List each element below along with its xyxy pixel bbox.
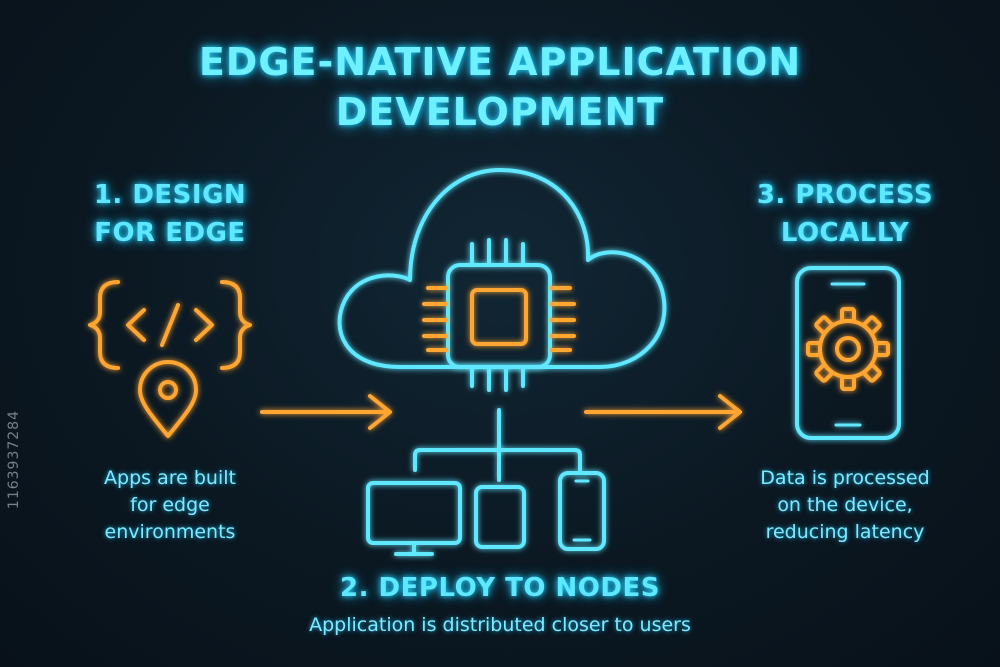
network-connector — [413, 408, 582, 482]
step2-title: 2. DEPLOY TO NODES — [340, 573, 660, 603]
step1-title-line2: FOR EDGE — [94, 218, 246, 248]
step1-title-line1: 1. DESIGN — [93, 180, 247, 210]
step1-desc-line: environments — [104, 521, 236, 543]
code-braces-icon — [88, 280, 252, 370]
arrow-right-icon — [260, 394, 392, 430]
step3-desc-line: Data is processed — [760, 467, 930, 489]
smartphone-icon — [558, 471, 606, 551]
smartphone-icon — [795, 266, 901, 440]
step3-title-line1: 3. PROCESS — [756, 180, 934, 210]
step3-title-line2: LOCALLY — [780, 218, 910, 248]
step1-desc-line: Apps are built — [104, 467, 236, 489]
location-pin-icon — [138, 360, 198, 438]
stock-id-watermark: 1163937284 — [6, 410, 22, 510]
gear-icon — [806, 307, 890, 391]
step2-description: Application is distributed closer to use… — [200, 612, 800, 639]
step3-desc-line: reducing latency — [765, 521, 925, 543]
step1-description: Apps are built for edge environments — [40, 465, 300, 546]
desktop-monitor-icon — [366, 481, 462, 556]
step1-desc-line: for edge — [130, 494, 210, 516]
step2-desc-line: Application is distributed closer to use… — [309, 614, 691, 636]
cloud-icon — [337, 168, 667, 369]
cpu-chip-icon — [422, 238, 576, 392]
page-title-line1: EDGE-NATIVE APPLICATION — [198, 40, 802, 84]
tablet-icon — [474, 485, 526, 549]
step3-desc-line: on the device, — [777, 494, 913, 516]
step3-description: Data is processed on the device, reducin… — [715, 465, 975, 546]
arrow-right-icon — [584, 394, 742, 430]
page-title-line2: DEVELOPMENT — [335, 90, 665, 134]
